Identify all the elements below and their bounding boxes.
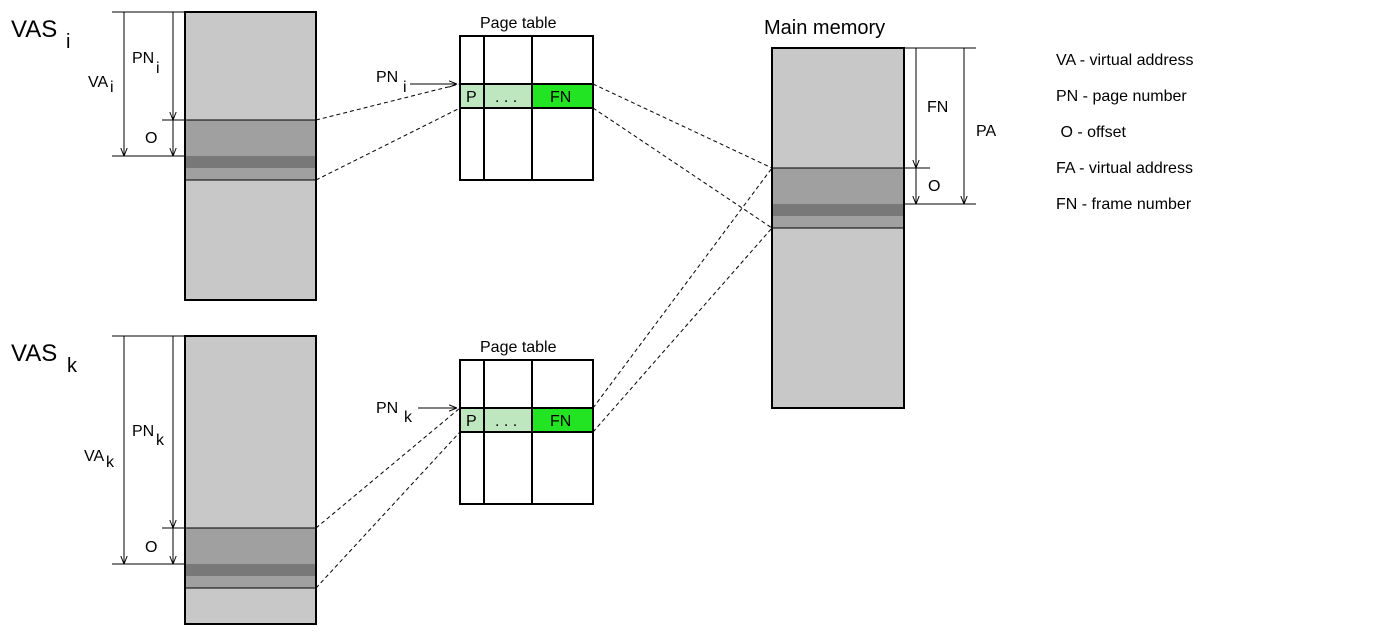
page-table-i-frame-cell — [532, 84, 593, 108]
vas-k-word — [185, 564, 316, 576]
pn-i-label: PN — [132, 50, 154, 67]
legend-item-fa: FA - virtual address — [1056, 160, 1193, 177]
vas-k-page — [184, 527, 317, 589]
legend: VA - virtual address PN - page number O … — [1056, 52, 1194, 213]
main-memory-frame — [771, 167, 905, 229]
fn-label: FN — [927, 99, 948, 116]
page-table-k-frame-cell — [532, 408, 593, 432]
vas-i-word — [185, 156, 316, 168]
vas-k-title-sub: k — [67, 355, 78, 377]
vas-k-block: VAS k PN k VA k O — [11, 335, 317, 625]
page-table-i-pointer-sub: i — [403, 79, 407, 96]
legend-item-pn: PN - page number — [1056, 88, 1187, 105]
page-table-i-present-cell — [460, 84, 484, 108]
mapping-lines — [315, 83, 773, 589]
page-table-i-p: P — [466, 89, 477, 106]
pn-k-label: PN — [132, 423, 154, 440]
legend-item-va: VA - virtual address — [1056, 52, 1194, 69]
main-memory-title: Main memory — [764, 17, 885, 39]
vas-i-page — [184, 119, 317, 181]
page-table-k-p: P — [466, 413, 477, 430]
pa-label: PA — [976, 123, 996, 140]
legend-item-fn: FN - frame number — [1056, 196, 1192, 213]
page-table-i-fn: FN — [550, 89, 571, 106]
va-i-label: VA — [88, 74, 108, 91]
o-i-label: O — [145, 130, 157, 147]
o-mem-label: O — [928, 178, 940, 195]
vas-i-block: VAS i PN i VA i O — [11, 11, 317, 301]
page-table-i-dots: . . . — [495, 89, 517, 106]
va-k-label: VA — [84, 448, 104, 465]
page-table-k-fn: FN — [550, 413, 571, 430]
va-i-label-sub: i — [110, 79, 114, 96]
page-table-k-pointer-sub: k — [404, 409, 413, 426]
page-table-k-present-cell — [460, 408, 484, 432]
pn-k-label-sub: k — [156, 432, 165, 449]
page-table-i-dots-cell — [484, 84, 532, 108]
page-table-k: Page table P . . . FN PN k — [376, 339, 594, 505]
main-memory-word — [772, 204, 904, 216]
page-table-i: Page table P . . . FN PN i — [376, 15, 594, 181]
legend-item-o: O - offset — [1056, 124, 1127, 141]
main-memory-block: Main memory FN PA O — [764, 17, 996, 409]
page-table-k-dots: . . . — [495, 413, 517, 430]
va-k-label-sub: k — [106, 454, 115, 471]
vas-k-title: VAS — [11, 340, 57, 367]
page-table-k-title: Page table — [480, 339, 557, 356]
o-k-label: O — [145, 539, 157, 556]
page-table-i-title: Page table — [480, 15, 557, 32]
page-table-k-dots-cell — [484, 408, 532, 432]
pn-i-label-sub: i — [156, 60, 160, 77]
page-table-i-pointer-label: PN — [376, 69, 398, 86]
page-table-k-pointer-label: PN — [376, 400, 398, 417]
vas-i-title: VAS — [11, 16, 57, 43]
vas-i-title-sub: i — [66, 31, 70, 53]
